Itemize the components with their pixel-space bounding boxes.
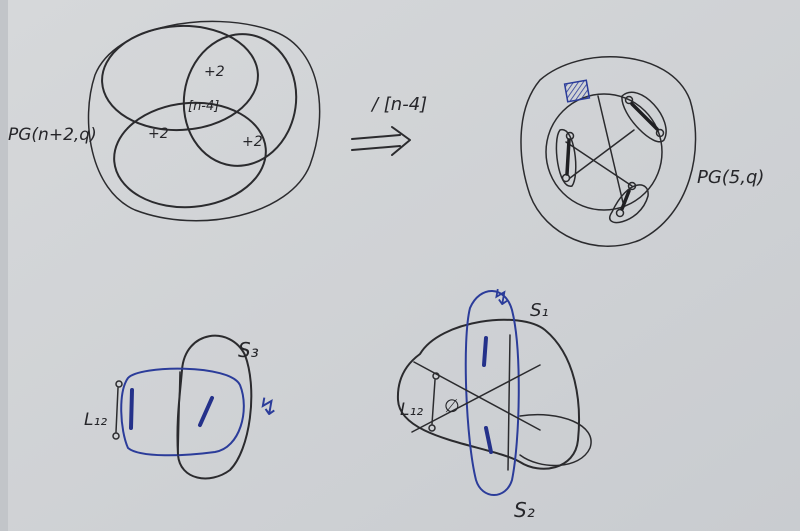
s2-label: S₂ xyxy=(514,498,535,522)
hatched-square-icon xyxy=(563,79,591,103)
l12-right-label: L₁₂ xyxy=(400,400,423,420)
blue-thick-mark-left xyxy=(129,388,134,430)
s3-divider-line xyxy=(177,371,181,456)
pg5-pair-bottom xyxy=(609,181,649,224)
s1-s2-diagram: L₁₂ ∅ S₁ S₂ ↯ xyxy=(396,286,592,522)
s3-label: S₃ xyxy=(238,338,259,362)
pg5-line-1 xyxy=(565,141,633,187)
pg-right-label: PG(5,q) xyxy=(697,167,764,188)
pg5-outer-blob xyxy=(520,56,697,247)
paper-left-edge xyxy=(0,0,8,531)
quotient-arrow-group: / [n-4] xyxy=(351,94,427,156)
plus-left-label: +2 xyxy=(148,126,169,142)
l12-right-points xyxy=(428,372,440,432)
pg-left-label: PG(n+2,q) xyxy=(8,125,97,145)
pg5-pair-left xyxy=(555,129,577,187)
l12-left-label: L₁₂ xyxy=(84,410,107,430)
center-label: [n-4] xyxy=(188,99,219,114)
plus-right-label: +2 xyxy=(242,134,263,150)
venn-circle-left xyxy=(101,24,259,132)
lightning-right-icon: ↯ xyxy=(492,286,510,311)
s1s2-line-3 xyxy=(507,334,511,471)
empty-set-symbol: ∅ xyxy=(444,396,460,417)
s1-label: S₁ xyxy=(530,300,549,321)
venn-diagram: +2 [n-4] +2 +2 PG(n+2,q) xyxy=(8,20,321,222)
quotient-label: / [n-4] xyxy=(370,94,427,115)
plus-top-label: +2 xyxy=(204,64,225,80)
blue-thick-mark-right xyxy=(198,396,214,427)
blue-thick-mark-top xyxy=(482,336,488,367)
s3-grey-region xyxy=(176,334,253,480)
pg5-hexagon-circle xyxy=(545,93,663,211)
s2-blue-region xyxy=(464,290,520,496)
venn-circle-right xyxy=(182,33,298,167)
pg5-diagram: PG(5,q) xyxy=(520,56,764,247)
s1-region xyxy=(396,318,581,470)
s1s2-line-2 xyxy=(411,364,541,433)
blue-thick-mark-bottom xyxy=(484,426,493,454)
pg-left-outer-blob xyxy=(87,20,321,222)
pg5-line-2 xyxy=(569,129,635,179)
blue-oval-region xyxy=(120,367,245,457)
implies-arrow xyxy=(351,126,411,156)
venn-circle-bottom xyxy=(113,101,267,209)
s1-lower-lobe xyxy=(519,413,592,467)
s3-diagram: L₁₂ S₃ ↯ xyxy=(84,334,278,480)
lightning-left-icon: ↯ xyxy=(258,393,278,421)
l12-left-points xyxy=(112,380,123,440)
pg5-pair-top xyxy=(621,91,667,143)
pg5-line-3 xyxy=(597,95,625,208)
